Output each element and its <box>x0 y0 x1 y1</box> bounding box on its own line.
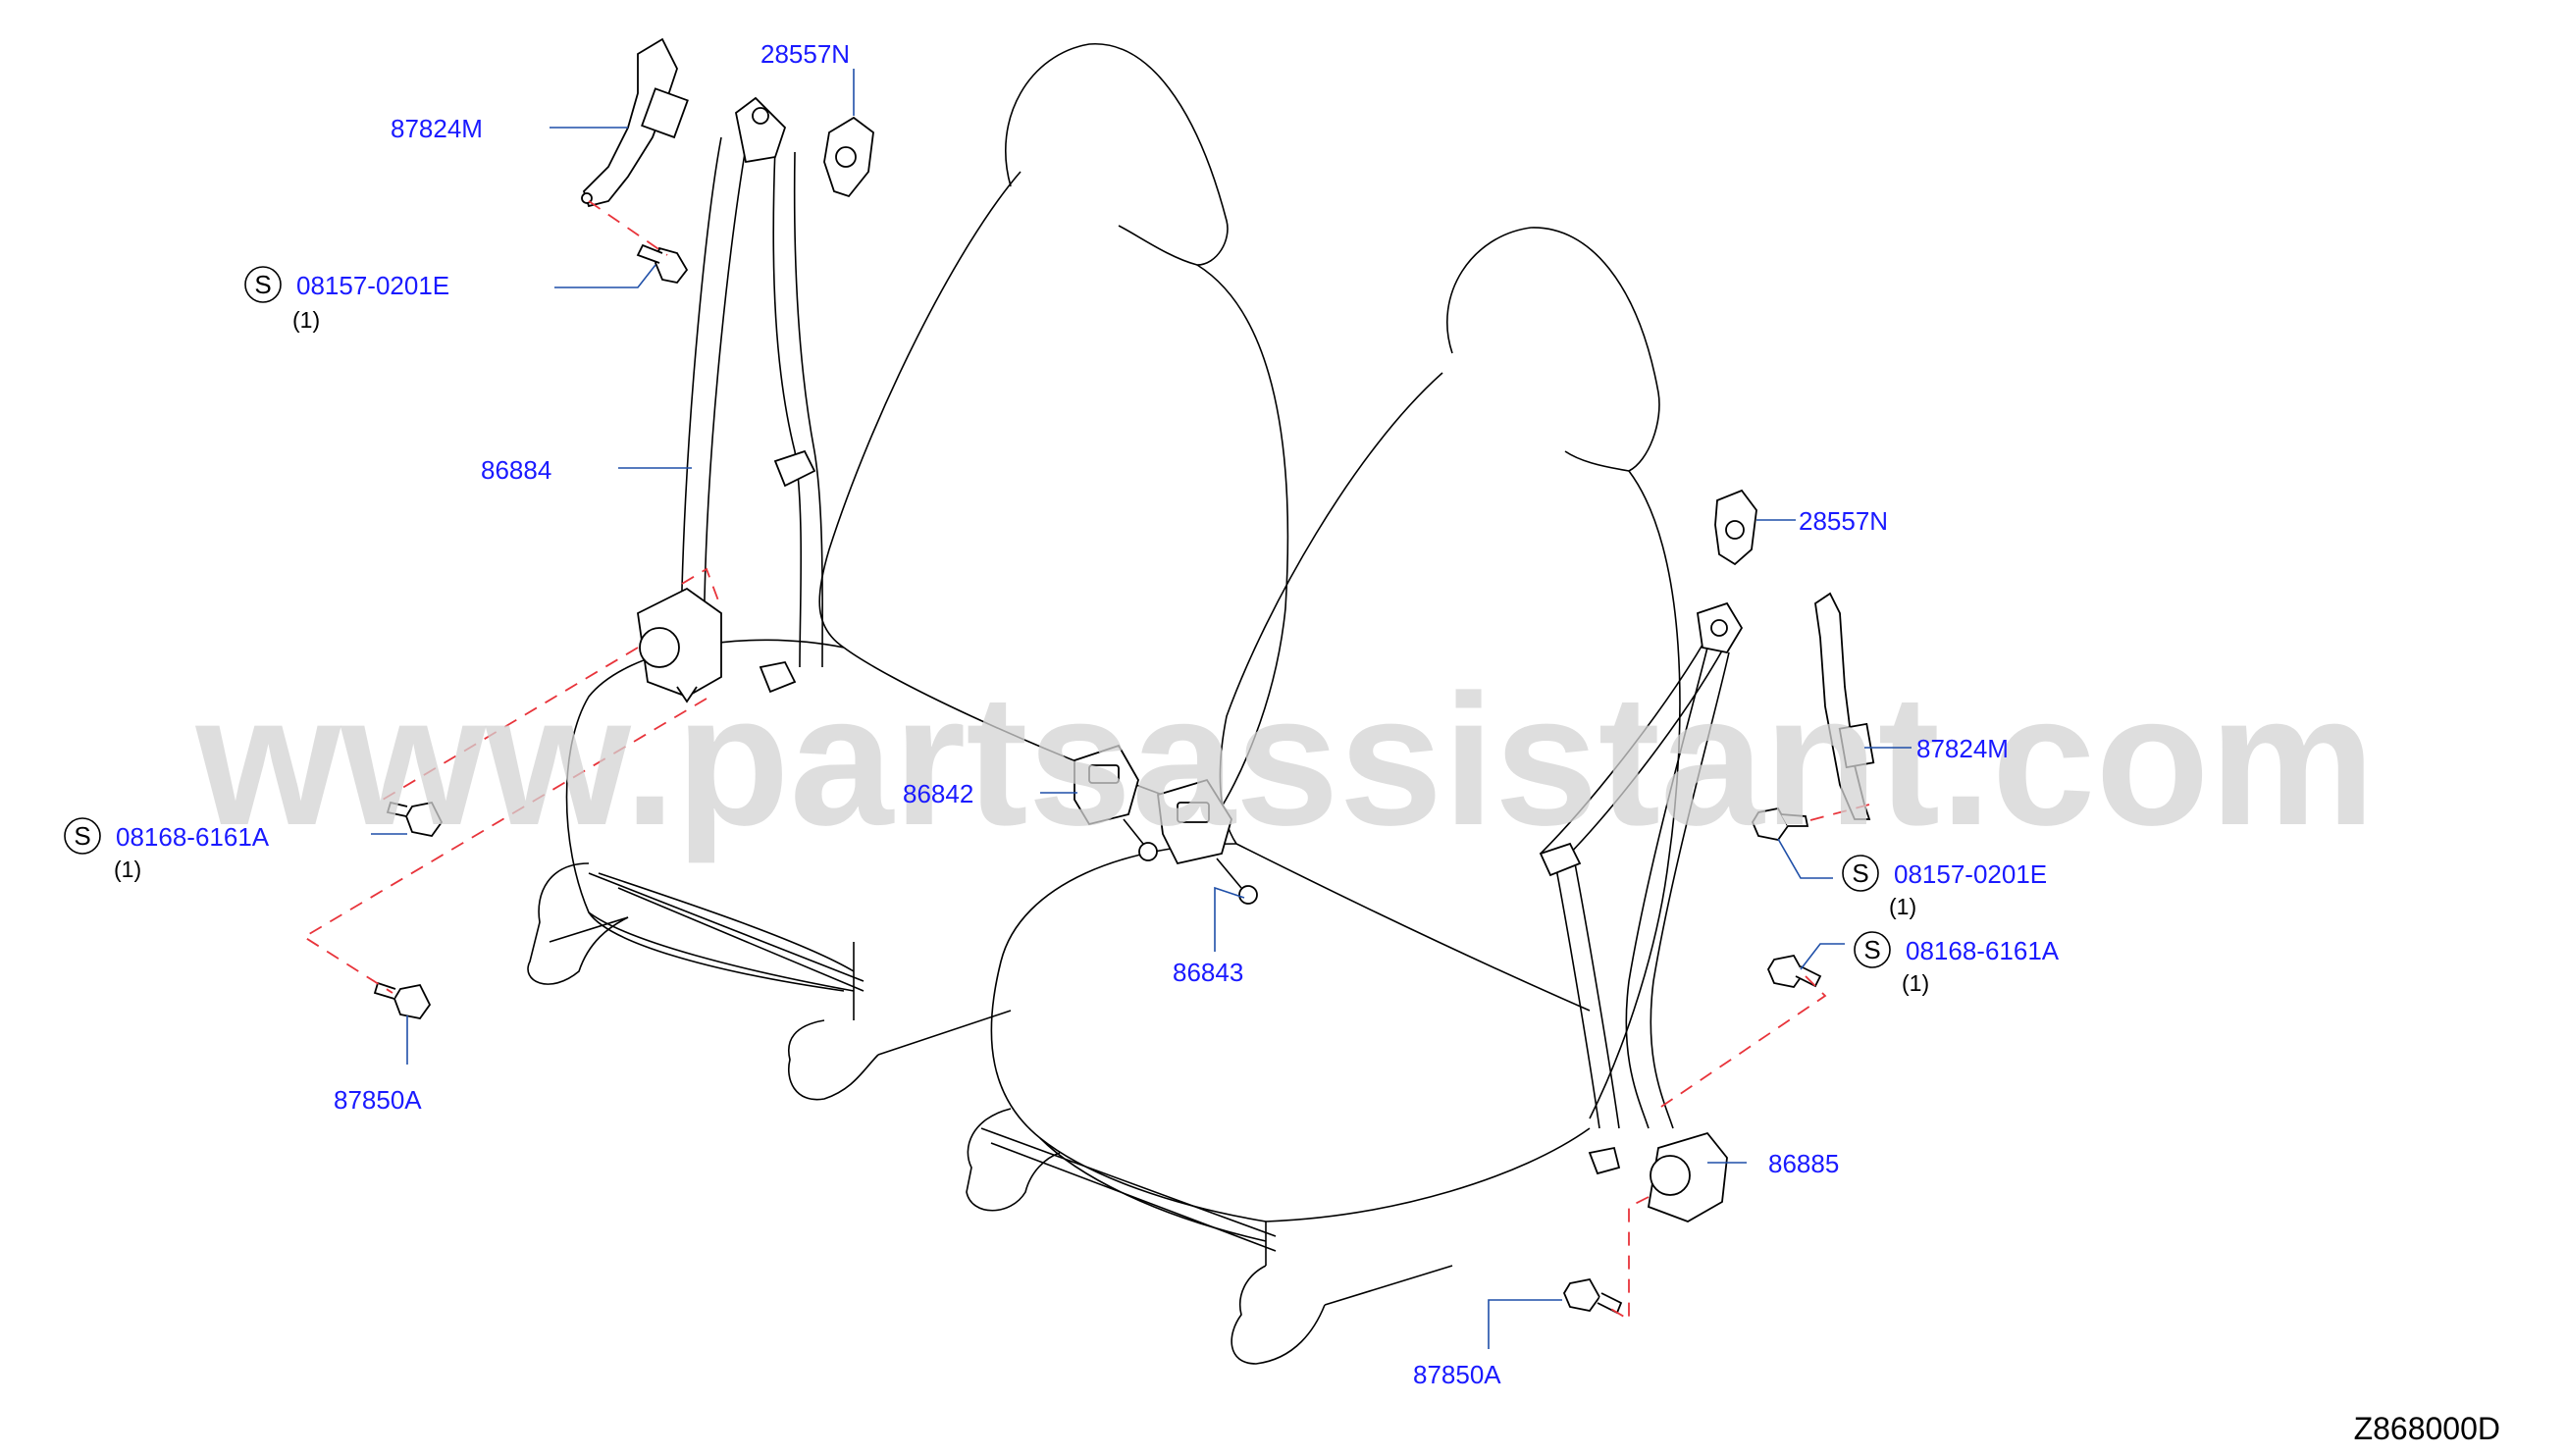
left-bolt-08157 <box>636 243 689 284</box>
standard-part-letter: S <box>1852 858 1868 888</box>
right-bolt-08157 <box>1751 806 1809 841</box>
part-label: 86884 <box>481 455 551 485</box>
right-guide-28557N <box>1714 489 1757 566</box>
part-quantity: (1) <box>292 307 320 333</box>
part-label: 87850A <box>1413 1360 1501 1389</box>
part-label: 86885 <box>1768 1149 1839 1178</box>
left-bolt-08168 <box>386 801 444 837</box>
label-leaders <box>371 69 1912 1349</box>
part-quantity: (1) <box>1902 970 1929 996</box>
assembly-dashed-lines <box>302 200 1870 1322</box>
part-quantity: (1) <box>1889 894 1916 919</box>
standard-part-letter: S <box>254 270 271 299</box>
left-guide-28557N <box>823 116 874 198</box>
right-bolt-08168 <box>1766 954 1822 988</box>
standard-part-symbol <box>1842 855 1879 892</box>
right-seat-belt-86885 <box>1539 601 1744 1222</box>
standard-part-symbol <box>64 817 101 855</box>
part-label: 28557N <box>1799 506 1888 536</box>
standard-part-symbol <box>1854 931 1891 968</box>
part-label: 08168-6161A <box>116 822 270 852</box>
right-seat-outline <box>966 227 1681 1365</box>
part-label: 08168-6161A <box>1906 936 2060 965</box>
part-label: 86842 <box>903 779 973 808</box>
part-label: 08157-0201E <box>296 271 449 300</box>
right-bolt-87850A <box>1562 1277 1623 1315</box>
part-label: 87824M <box>391 114 483 143</box>
part-quantity: (1) <box>114 857 141 882</box>
part-label: 87824M <box>1916 734 2009 763</box>
part-label: 87850A <box>334 1085 422 1115</box>
part-label: 86843 <box>1173 958 1243 987</box>
standard-part-symbol <box>244 266 282 303</box>
buckle-86842 <box>1074 744 1158 861</box>
standard-part-letter: S <box>1863 935 1880 964</box>
left-height-adjuster-bracket <box>581 37 689 208</box>
left-seat-outline <box>527 43 1289 1101</box>
watermark: www.partsassistant.com <box>195 656 2376 864</box>
left-seat-belt-86884 <box>637 96 823 703</box>
diagram-code: Z868000D <box>2354 1411 2500 1446</box>
right-height-adjuster-bracket <box>1814 592 1875 820</box>
standard-part-letter: S <box>74 821 90 851</box>
buckle-86843 <box>1157 778 1258 905</box>
left-bolt-87850A <box>373 981 432 1019</box>
part-label: 28557N <box>760 39 850 69</box>
part-labels: 87824M 28557N S 08157-0201E (1) 86884 S … <box>64 39 2060 1389</box>
part-label: 08157-0201E <box>1894 859 2047 889</box>
